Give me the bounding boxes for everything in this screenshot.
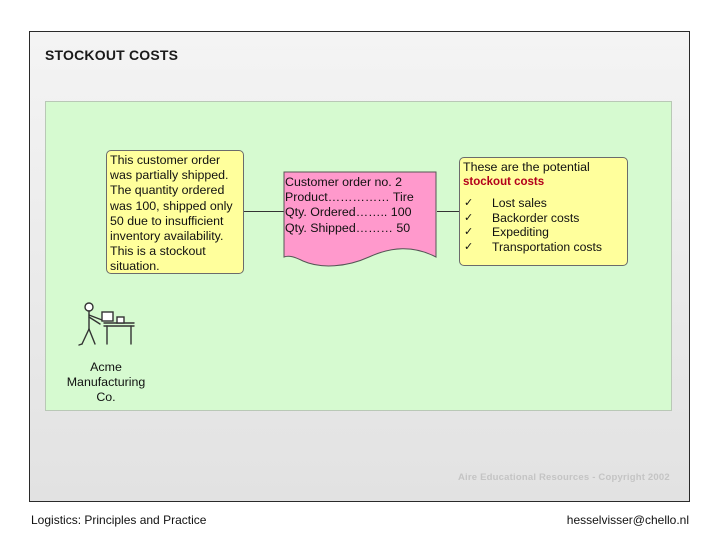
company-line: Acme xyxy=(90,360,122,374)
cost-item-label: Expediting xyxy=(492,225,549,240)
footer-course-title: Logistics: Principles and Practice xyxy=(31,513,207,527)
copyright-notice: Aire Educational Resources - Copyright 2… xyxy=(458,472,670,483)
list-item: ✓ Transportation costs xyxy=(463,240,624,255)
connector-line-left xyxy=(244,211,284,212)
stockout-costs-label: stockout costs xyxy=(463,175,545,188)
note-line: situation. xyxy=(110,259,160,274)
check-icon: ✓ xyxy=(464,197,474,210)
order-line: Qty. Ordered…….. 100 xyxy=(285,205,412,220)
check-icon: ✓ xyxy=(464,240,474,253)
order-line: Customer order no. 2 xyxy=(285,175,403,189)
note-headline: These are the potential xyxy=(463,160,590,174)
note-line: inventory availability. xyxy=(110,229,224,244)
check-icon: ✓ xyxy=(464,211,474,224)
list-item: ✓ Backorder costs xyxy=(463,211,624,226)
partial-shipment-note: This customer order was partially shippe… xyxy=(106,150,244,274)
connector-line-right xyxy=(437,211,459,212)
document-shape xyxy=(283,171,437,267)
footer-email: hesselvisser@chello.nl xyxy=(566,513,689,527)
note-line: was partially shipped. xyxy=(110,168,229,183)
slide-title: STOCKOUT COSTS xyxy=(45,47,179,63)
order-line: Product…………… Tire xyxy=(285,190,414,205)
note-line: This customer order xyxy=(110,153,221,167)
company-line: Manufacturing xyxy=(66,375,146,390)
note-line: This is a stockout xyxy=(110,244,206,259)
note-line: The quantity ordered xyxy=(110,183,225,198)
note-line: 50 due to insufficient xyxy=(110,213,224,228)
stockout-costs-note: These are the potential stockout costs ✓… xyxy=(459,157,628,266)
cost-item-label: Transportation costs xyxy=(492,239,602,254)
cost-list: ✓ Lost sales ✓ Backorder costs ✓ Expedit… xyxy=(463,196,624,254)
company-label: Acme Manufacturing Co. xyxy=(52,360,160,406)
list-item: ✓ Lost sales xyxy=(463,196,624,211)
worker-at-bench-icon xyxy=(76,300,140,352)
customer-order-document: Customer order no. 2 Product…………… Tire Q… xyxy=(283,171,437,271)
order-line: Qty. Shipped……… 50 xyxy=(285,220,411,235)
cost-item-label: Backorder costs xyxy=(492,210,580,225)
check-icon: ✓ xyxy=(464,226,474,239)
company-line: Co. xyxy=(96,390,116,405)
cost-item-label: Lost sales xyxy=(492,196,547,211)
note-line: was 100, shipped only xyxy=(110,198,233,213)
list-item: ✓ Expediting xyxy=(463,225,624,240)
